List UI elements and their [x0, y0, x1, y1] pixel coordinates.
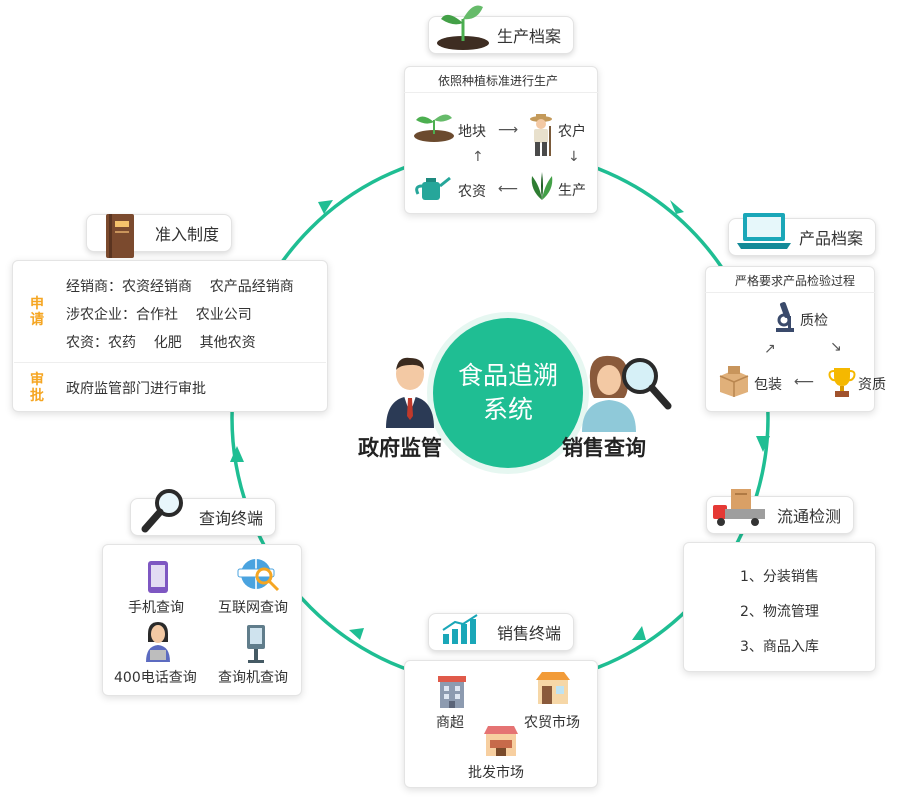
arrow-left-icon: ⟵	[498, 181, 519, 197]
center-title-line2: 系统	[482, 395, 533, 424]
sales-title-pill: 销售终端	[428, 613, 574, 651]
query-title-pill: 查询终端	[130, 489, 276, 536]
regulation-book-icon	[106, 214, 134, 258]
ring-arrow-top-right	[670, 200, 684, 214]
access-line-1: 经销商：农资经销商 农产品经销商	[66, 279, 294, 295]
logistics-item-1: 1、分装销售	[740, 569, 819, 585]
arrow-left-icon: ⟵	[794, 374, 815, 390]
ring-arrow-right	[756, 436, 770, 452]
sales-query-label: 销售查询	[562, 436, 646, 460]
ring-arrow-left	[230, 446, 244, 462]
logistics-title: 流通检测	[776, 507, 841, 526]
production-divider	[404, 92, 598, 93]
bar-chart-growth-icon	[442, 614, 478, 644]
sales-query-person-icon	[582, 355, 672, 432]
trophy-icon	[828, 368, 856, 397]
product-divider	[705, 292, 875, 293]
delivery-truck-icon	[713, 489, 765, 526]
magnifier-icon	[141, 489, 183, 533]
government-officer-icon	[386, 357, 434, 428]
sales-title: 销售终端	[496, 624, 561, 643]
query-phone-label: 手机查询	[128, 600, 184, 616]
access-divider	[14, 362, 326, 363]
logistics-item-2: 2、物流管理	[740, 604, 819, 620]
access-apply-label: 申请	[30, 296, 44, 328]
sales-wholesale-label: 批发市场	[468, 765, 524, 781]
arrow-diagonal-down-icon: ↘	[830, 339, 842, 355]
center-circle: 食品追溯 系统	[433, 318, 583, 468]
internet-globe-search-icon	[237, 559, 280, 592]
arrow-diagonal-up-icon: ↗	[764, 341, 776, 357]
product-packaging-label: 包装	[754, 377, 782, 393]
access-card	[12, 260, 328, 412]
production-subtitle: 依照种植标准进行生产	[438, 74, 559, 88]
query-kiosk-label: 查询机查询	[218, 670, 288, 686]
product-qualification-label: 资质	[858, 377, 886, 393]
production-title: 生产档案	[496, 27, 561, 46]
access-line-2: 涉农企业：合作社 农业公司	[66, 307, 252, 323]
query-kiosk-icon	[247, 625, 265, 663]
product-qc-label: 质检	[800, 313, 828, 329]
ring-arrow-bottom-right	[632, 626, 646, 640]
query-hotline-label: 400电话查询	[114, 670, 197, 686]
sprout-soil-icon	[437, 5, 489, 50]
crop-plant-icon	[531, 172, 553, 200]
packaging-box-icon	[719, 366, 749, 397]
product-title-pill: 产品档案	[728, 213, 876, 256]
logistics-item-3: 3、商品入库	[740, 639, 819, 655]
ring-arrow-bottom-left	[349, 628, 364, 640]
center-title-line1: 食品追溯	[457, 361, 558, 390]
seedling-soil-icon	[414, 114, 454, 142]
wholesale-market-icon	[484, 726, 518, 756]
access-title: 准入制度	[154, 225, 219, 244]
production-farmer-label: 农户	[558, 124, 586, 140]
laptop-icon	[737, 213, 791, 249]
farmer-icon	[530, 114, 552, 156]
query-internet-label: 互联网查询	[218, 600, 288, 616]
watering-can-icon	[415, 176, 451, 200]
production-produce-label: 生产	[558, 183, 586, 199]
logistics-title-pill: 流通检测	[706, 489, 854, 534]
product-subtitle: 严格要求产品检验过程	[735, 274, 856, 288]
farm-market-stall-icon	[536, 672, 570, 704]
access-line-3: 农资：农药 化肥 其他农资	[66, 335, 256, 351]
production-title-pill: 生产档案	[428, 5, 574, 54]
sales-farm-market-label: 农贸市场	[524, 715, 580, 731]
arrow-up-icon: ↑	[472, 149, 484, 165]
mobile-phone-icon	[148, 561, 168, 593]
microscope-icon	[776, 302, 794, 332]
ring-arrow-top-left	[318, 200, 333, 214]
access-review-text: 政府监管部门进行审批	[66, 381, 206, 397]
call-center-agent-icon	[146, 622, 170, 662]
supermarket-building-icon	[438, 676, 466, 708]
arrow-right-icon: ⟶	[498, 122, 519, 138]
logistics-card	[683, 542, 876, 672]
production-inputs-label: 农资	[458, 184, 486, 200]
arrow-down-icon: ↓	[568, 149, 580, 165]
sales-supermarket-label: 商超	[436, 715, 464, 731]
query-title: 查询终端	[198, 509, 263, 528]
product-title: 产品档案	[798, 229, 863, 248]
access-review-label: 审批	[30, 372, 44, 404]
production-field-label: 地块	[458, 124, 486, 140]
government-supervision-label: 政府监管	[358, 436, 442, 460]
access-title-pill: 准入制度	[86, 214, 232, 258]
